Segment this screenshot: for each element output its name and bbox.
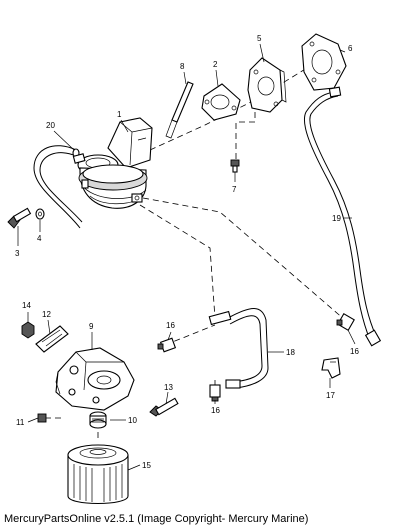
label-part-20: 20 [46,121,55,130]
fuel-hose-part-20 [33,145,83,229]
fitting-part-16-a [157,337,177,353]
label-part-7: 7 [232,185,237,194]
label-part-10: 10 [128,416,137,425]
fuel-line-part-18 [208,308,269,389]
label-part-4: 4 [37,234,42,243]
fitting-part-16-b [336,313,355,331]
label-part-9: 9 [89,322,94,331]
bolt-part-13 [149,397,179,417]
fuel-line-part-19 [304,86,382,347]
label-part-3: 3 [15,249,20,258]
part-labels: 1 20 8 2 5 6 7 3 4 19 14 12 9 16 18 16 1… [15,34,359,470]
label-part-13: 13 [164,383,173,392]
elbow-fitting-part-17 [321,357,341,379]
label-part-11: 11 [16,418,25,427]
label-part-1: 1 [117,110,122,119]
bolt-part-3 [7,207,32,229]
label-part-15: 15 [142,461,151,470]
label-part-2: 2 [213,60,218,69]
label-part-12: 12 [42,310,51,319]
label-part-8: 8 [180,62,185,71]
label-part-16-b: 16 [350,347,359,356]
bracket-part-6 [301,33,347,91]
plate-part-12 [35,325,69,353]
label-part-5: 5 [257,34,262,43]
gasket-part-2 [201,83,241,121]
filter-base-part-9 [55,347,135,411]
label-part-6: 6 [348,44,353,53]
fuel-pump-part-1 [72,117,153,209]
leader-lines [17,43,356,471]
filter-canister-part-15 [67,444,129,504]
screw-part-7 [230,159,240,173]
nut-part-14 [21,321,35,339]
label-part-18: 18 [286,348,295,357]
label-part-19: 19 [332,214,341,223]
washer-part-4 [35,208,45,220]
push-rod-part-8 [165,81,194,139]
screw-part-11 [37,413,47,423]
label-part-16-c: 16 [211,406,220,415]
fitting-part-16-c [209,384,221,402]
image-caption: MercuryPartsOnline v2.5.1 (Image Copyrig… [4,513,309,525]
mounting-plate-part-5 [247,57,287,113]
label-part-16-a: 16 [166,321,175,330]
label-part-17: 17 [326,391,335,400]
nipple-part-10 [89,411,107,429]
label-part-14: 14 [22,301,31,310]
